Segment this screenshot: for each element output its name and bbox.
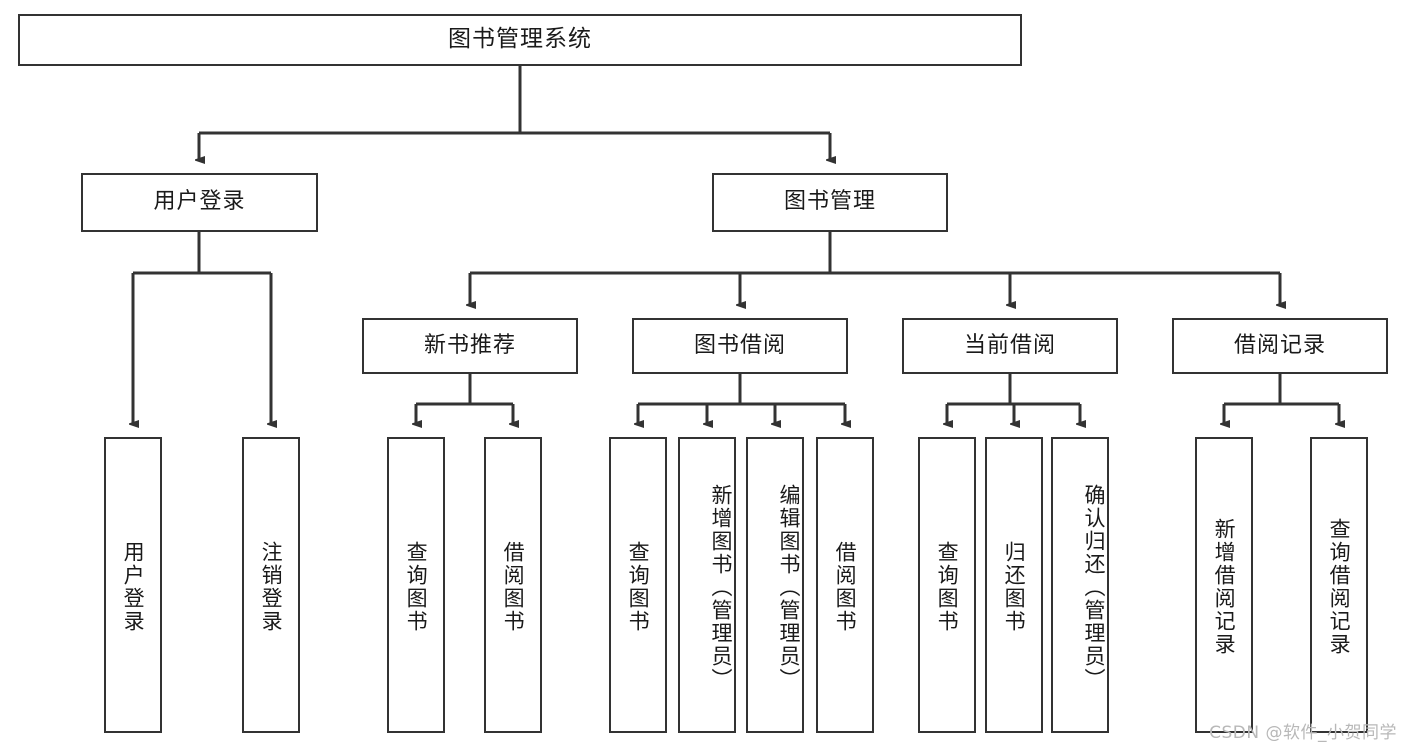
leaf-user-login[interactable]: 用户登录 <box>104 437 162 733</box>
node-current-borrow[interactable]: 当前借阅 <box>902 318 1118 374</box>
leaf-confirm-return-admin[interactable]: 确认归还（管理员） <box>1051 437 1109 733</box>
node-new-book-recommend[interactable]: 新书推荐 <box>362 318 578 374</box>
leaf-edit-book-admin[interactable]: 编辑图书（管理员） <box>746 437 804 733</box>
leaf-query-borrow-record[interactable]: 查询借阅记录 <box>1310 437 1368 733</box>
leaf-query-book-current[interactable]: 查询图书 <box>918 437 976 733</box>
node-book-borrow[interactable]: 图书借阅 <box>632 318 848 374</box>
leaf-return-book[interactable]: 归还图书 <box>985 437 1043 733</box>
leaf-add-borrow-record[interactable]: 新增借阅记录 <box>1195 437 1253 733</box>
leaf-borrow-book[interactable]: 借阅图书 <box>816 437 874 733</box>
leaf-add-book-admin[interactable]: 新增图书（管理员） <box>678 437 736 733</box>
watermark: CSDN @软件_小贺同学 <box>1209 723 1397 743</box>
node-book-management[interactable]: 图书管理 <box>712 173 948 232</box>
node-user-login[interactable]: 用户登录 <box>81 173 318 232</box>
leaf-logout[interactable]: 注销登录 <box>242 437 300 733</box>
leaf-query-book-borrow[interactable]: 查询图书 <box>609 437 667 733</box>
leaf-query-book-recommend[interactable]: 查询图书 <box>387 437 445 733</box>
node-borrow-record[interactable]: 借阅记录 <box>1172 318 1388 374</box>
node-root-system[interactable]: 图书管理系统 <box>18 14 1022 66</box>
leaf-borrow-book-recommend[interactable]: 借阅图书 <box>484 437 542 733</box>
